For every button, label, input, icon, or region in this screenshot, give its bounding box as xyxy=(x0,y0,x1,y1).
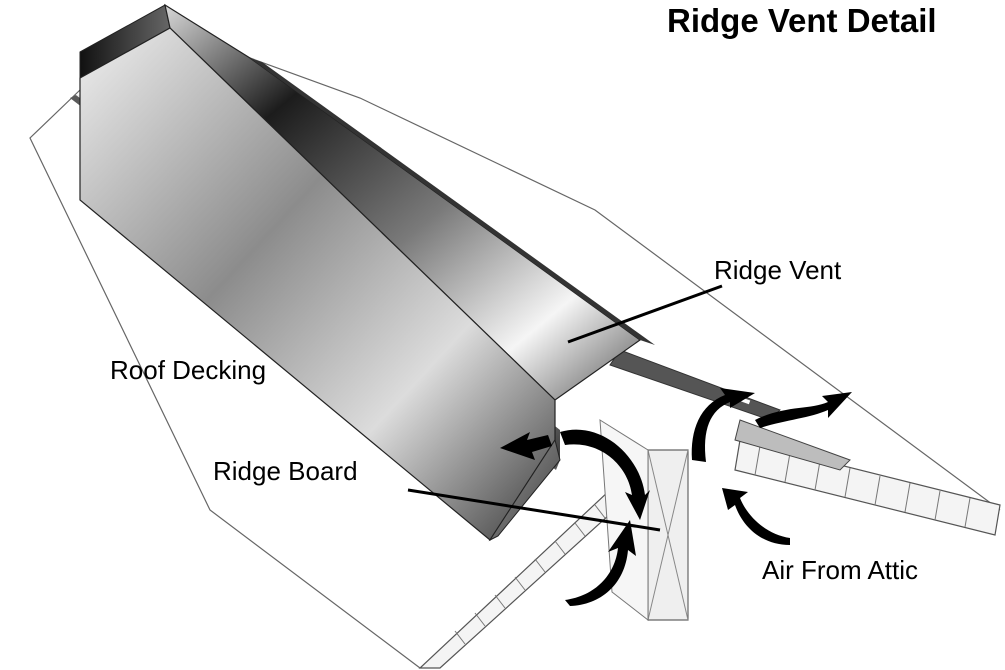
arrow-icon xyxy=(691,388,755,462)
roof-decking-left xyxy=(418,489,621,669)
arrow-icon xyxy=(500,432,552,460)
diagram-title: Ridge Vent Detail xyxy=(667,2,937,39)
roof-decking-right xyxy=(734,439,1001,536)
roof-deck-outline-left xyxy=(29,57,1001,669)
arrow-icon xyxy=(560,429,650,520)
ridge-vent-cap xyxy=(79,3,655,542)
leader-ridge-board xyxy=(407,488,661,532)
arrow-icon xyxy=(755,392,852,428)
airflow-arrows xyxy=(500,388,852,606)
label-ridge-vent: Ridge Vent xyxy=(714,255,842,285)
label-roof-decking: Roof Decking xyxy=(110,355,267,385)
leader-lines xyxy=(407,284,723,532)
leader-ridge-vent xyxy=(567,284,723,344)
arrow-icon xyxy=(565,520,636,606)
label-air-from-attic: Air From Attic xyxy=(762,555,919,585)
arrow-icon xyxy=(722,488,790,545)
label-ridge-board: Ridge Board xyxy=(213,456,358,486)
